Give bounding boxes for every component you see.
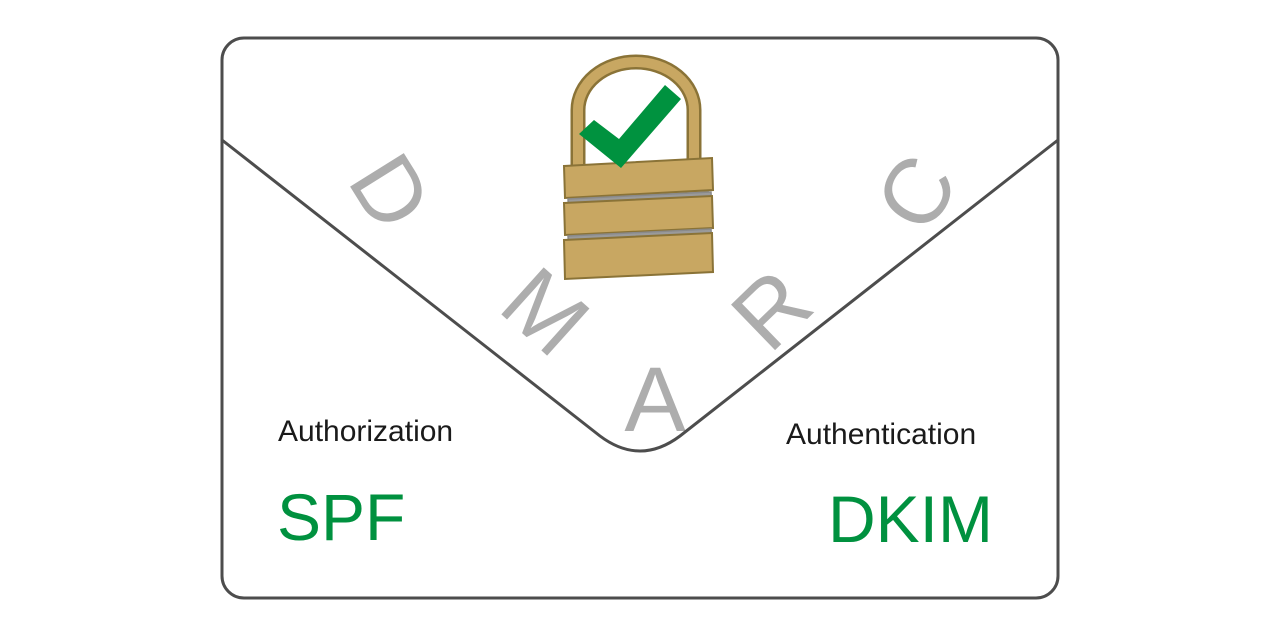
padlock-band-gold-1 bbox=[562, 156, 715, 200]
padlock-shackle-fill bbox=[573, 57, 699, 178]
dmarc-letter-a: A bbox=[624, 349, 686, 451]
padlock-band-gold-3 bbox=[562, 231, 715, 281]
authorization-label: Authorization bbox=[278, 415, 453, 448]
authentication-label: Authentication bbox=[786, 418, 976, 451]
padlock-band-gold-2 bbox=[562, 194, 715, 237]
padlock-icon bbox=[562, 54, 715, 281]
envelope-body bbox=[220, 36, 1060, 600]
dkim-label: DKIM bbox=[828, 482, 993, 556]
spf-label: SPF bbox=[277, 480, 405, 554]
verified-check-icon bbox=[579, 85, 681, 168]
envelope-flap bbox=[220, 138, 1060, 453]
